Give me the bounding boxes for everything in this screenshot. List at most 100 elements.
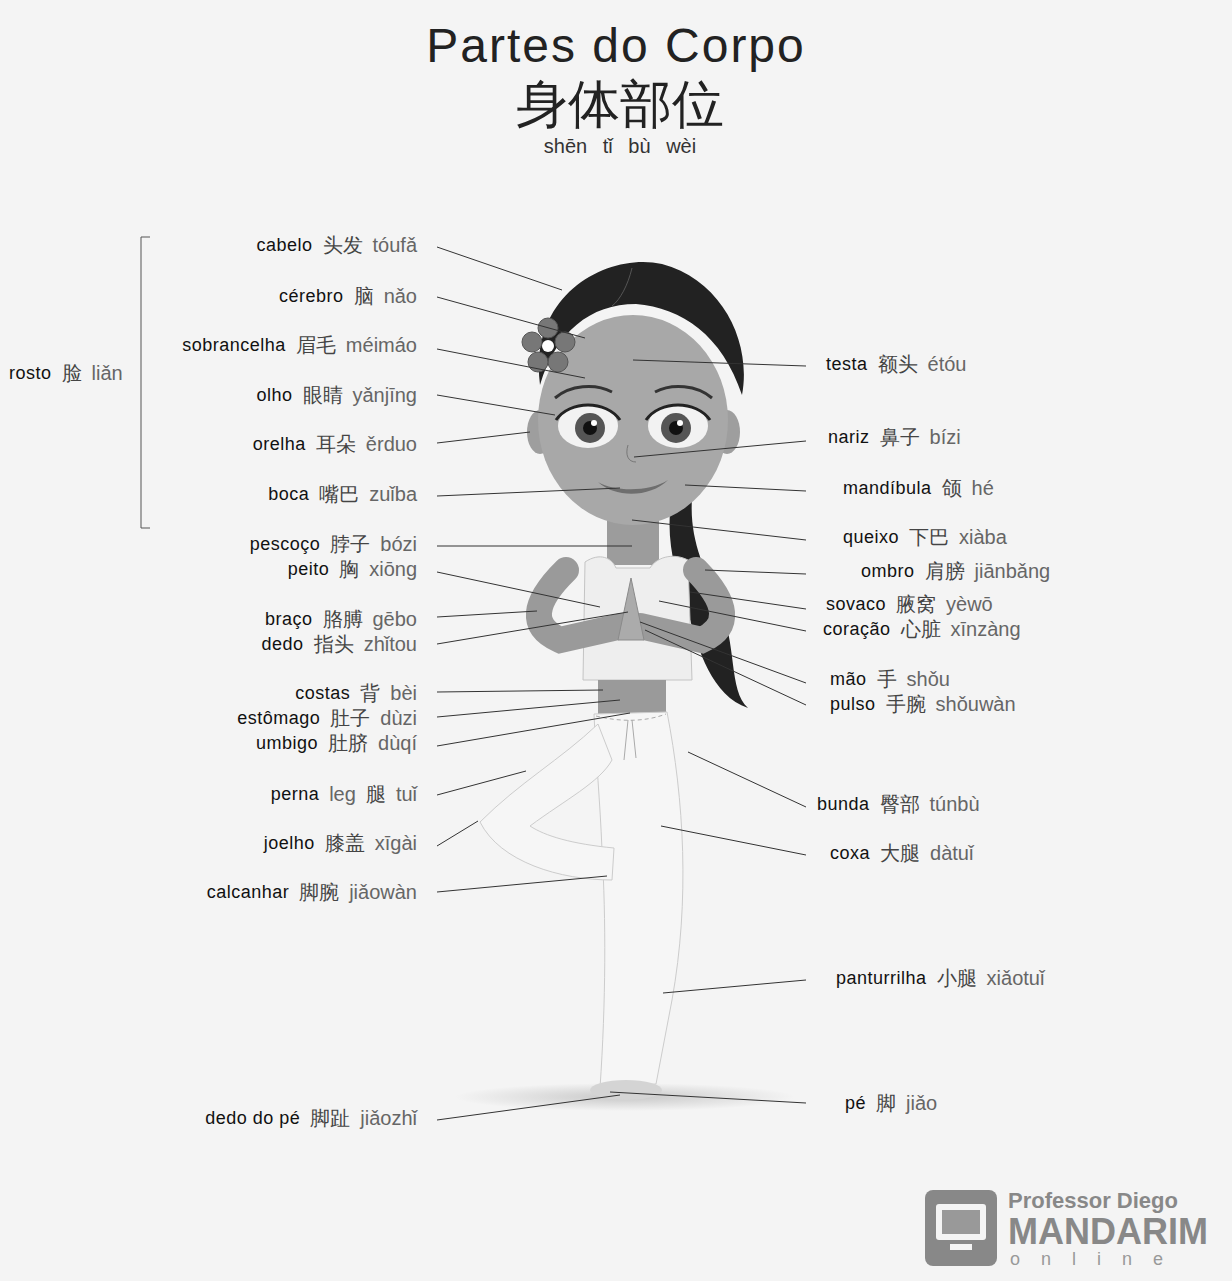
leader-line bbox=[437, 297, 585, 338]
diagram-title: Partes do Corpo bbox=[0, 18, 1232, 73]
chinese-name: zhǐtou bbox=[364, 633, 417, 656]
chinese-name: 脚趾 bbox=[310, 1105, 350, 1132]
portuguese-name: olho bbox=[256, 385, 292, 406]
figure bbox=[646, 405, 710, 420]
part-label-row: coxa大腿dàtuǐ bbox=[830, 839, 973, 867]
chinese-name: xiǎotuǐ bbox=[987, 967, 1045, 990]
portuguese-name: orelha bbox=[253, 434, 306, 455]
portuguese-name: braço bbox=[265, 609, 313, 630]
figure bbox=[575, 413, 605, 443]
chinese-name: 肩膀 bbox=[925, 558, 965, 585]
chinese-name: 小腿 bbox=[937, 965, 977, 992]
chinese-name: tóufǎ bbox=[373, 234, 417, 257]
chinese-name: shǒuwàn bbox=[936, 693, 1016, 716]
chinese-name: yǎnjīng bbox=[353, 384, 418, 407]
logo-icon bbox=[950, 1244, 972, 1250]
portuguese-name: perna bbox=[271, 784, 320, 805]
part-label-row: joelho膝盖xīgài bbox=[264, 829, 417, 857]
figure bbox=[548, 352, 568, 372]
figure bbox=[455, 262, 795, 1111]
figure bbox=[522, 318, 575, 372]
subtitle: shēn tǐ bù wèi bbox=[544, 135, 696, 158]
chinese-name: gēbo bbox=[373, 608, 418, 631]
chinese-name: dùqí bbox=[378, 732, 417, 755]
logo-icon bbox=[936, 1204, 986, 1240]
chinese-name: 肚脐 bbox=[328, 730, 368, 757]
portuguese-name: coxa bbox=[830, 843, 870, 864]
figure bbox=[612, 268, 632, 306]
chinese-name: 头发 bbox=[323, 232, 363, 259]
part-label-row: pulso手腕shǒuwàn bbox=[830, 690, 1016, 718]
chinese-name: 大腿 bbox=[880, 840, 920, 867]
leader-line bbox=[632, 520, 806, 540]
part-label-row: estômago肚子dùzi bbox=[237, 704, 417, 732]
leader-line bbox=[661, 826, 806, 855]
chinese-name: liǎn bbox=[92, 362, 123, 385]
figure bbox=[598, 480, 668, 494]
logo-icon bbox=[925, 1190, 997, 1266]
portuguese-name: cabelo bbox=[256, 235, 312, 256]
chinese-name: 脚 bbox=[876, 1090, 896, 1117]
leader-line bbox=[437, 821, 478, 846]
part-label-row: mão手shǒu bbox=[830, 665, 950, 693]
logo-line: Professor Diego bbox=[1008, 1187, 1178, 1215]
leader-line bbox=[437, 247, 806, 1120]
chinese-name: 脚腕 bbox=[299, 879, 339, 906]
figure bbox=[583, 421, 597, 435]
chinese-name: étóu bbox=[928, 353, 967, 376]
portuguese-name: sobrancelha bbox=[182, 335, 286, 356]
chinese-name: xīgài bbox=[375, 832, 417, 855]
part-label-row: boca嘴巴zuǐba bbox=[268, 480, 417, 508]
part-label-row: pé脚jiǎo bbox=[845, 1089, 937, 1117]
portuguese-name: bunda bbox=[817, 794, 870, 815]
chinese-name: 心脏 bbox=[901, 616, 941, 643]
leader-line bbox=[437, 771, 526, 795]
part-label-row: pernaleg腿tuǐ bbox=[271, 780, 417, 808]
face-bracket bbox=[141, 237, 150, 528]
leader-line bbox=[437, 611, 537, 617]
chinese-name: ěrduo bbox=[366, 433, 417, 456]
portuguese-name: peito bbox=[288, 559, 330, 580]
part-label-row: queixo下巴xiàba bbox=[843, 523, 1007, 551]
chinese-name: túnbù bbox=[930, 793, 980, 816]
chinese-name: jiǎo bbox=[906, 1092, 937, 1115]
part-label-row: calcanhar脚腕jiǎowàn bbox=[207, 878, 417, 906]
portuguese-name: cérebro bbox=[279, 286, 344, 307]
figure bbox=[618, 578, 644, 640]
part-label-row: nariz鼻子bízi bbox=[828, 423, 961, 451]
chinese-name: 颌 bbox=[942, 475, 962, 502]
portuguese-name: dedo do pé bbox=[205, 1108, 300, 1129]
portuguese-name: queixo bbox=[843, 527, 899, 548]
chinese-name: 额头 bbox=[878, 351, 918, 378]
chinese-name: méimáo bbox=[346, 334, 417, 357]
figure bbox=[556, 405, 620, 420]
figure bbox=[594, 712, 683, 1088]
leader-line bbox=[437, 546, 632, 547]
chinese-name: 脖子 bbox=[330, 531, 370, 558]
chinese-name: 肚子 bbox=[330, 705, 370, 732]
leader-line bbox=[685, 485, 806, 491]
part-label-row: rosto脸liǎn bbox=[9, 359, 123, 387]
part-label-row: pescoço脖子bózi bbox=[250, 530, 417, 558]
leader-line bbox=[640, 622, 806, 683]
chinese-name: bízi bbox=[930, 426, 961, 449]
part-label-row: dedo do pé脚趾jiǎozhǐ bbox=[205, 1104, 417, 1132]
portuguese-name: boca bbox=[268, 484, 309, 505]
logo-icon bbox=[942, 1210, 980, 1234]
part-label-row: orelha耳朵ěrduo bbox=[253, 430, 417, 458]
part-label-row: bunda臀部túnbù bbox=[817, 790, 980, 818]
leader-line bbox=[437, 395, 555, 415]
chinese-name: 腋窝 bbox=[896, 591, 936, 618]
chinese-name: xiàba bbox=[959, 526, 1007, 549]
chinese-name: 腿 bbox=[366, 781, 386, 808]
chinese-name: 手腕 bbox=[886, 691, 926, 718]
figure bbox=[627, 445, 636, 462]
part-label-row: umbigo肚脐dùqí bbox=[256, 729, 417, 757]
chinese-name: 胸 bbox=[339, 556, 359, 583]
subtitle-line: shēn tǐ bù wèi bbox=[4, 132, 1232, 160]
portuguese-name: estômago bbox=[237, 708, 320, 729]
leader-line bbox=[437, 713, 630, 746]
part-label-row: coração心脏xīnzàng bbox=[823, 615, 1021, 643]
figure bbox=[542, 340, 554, 352]
